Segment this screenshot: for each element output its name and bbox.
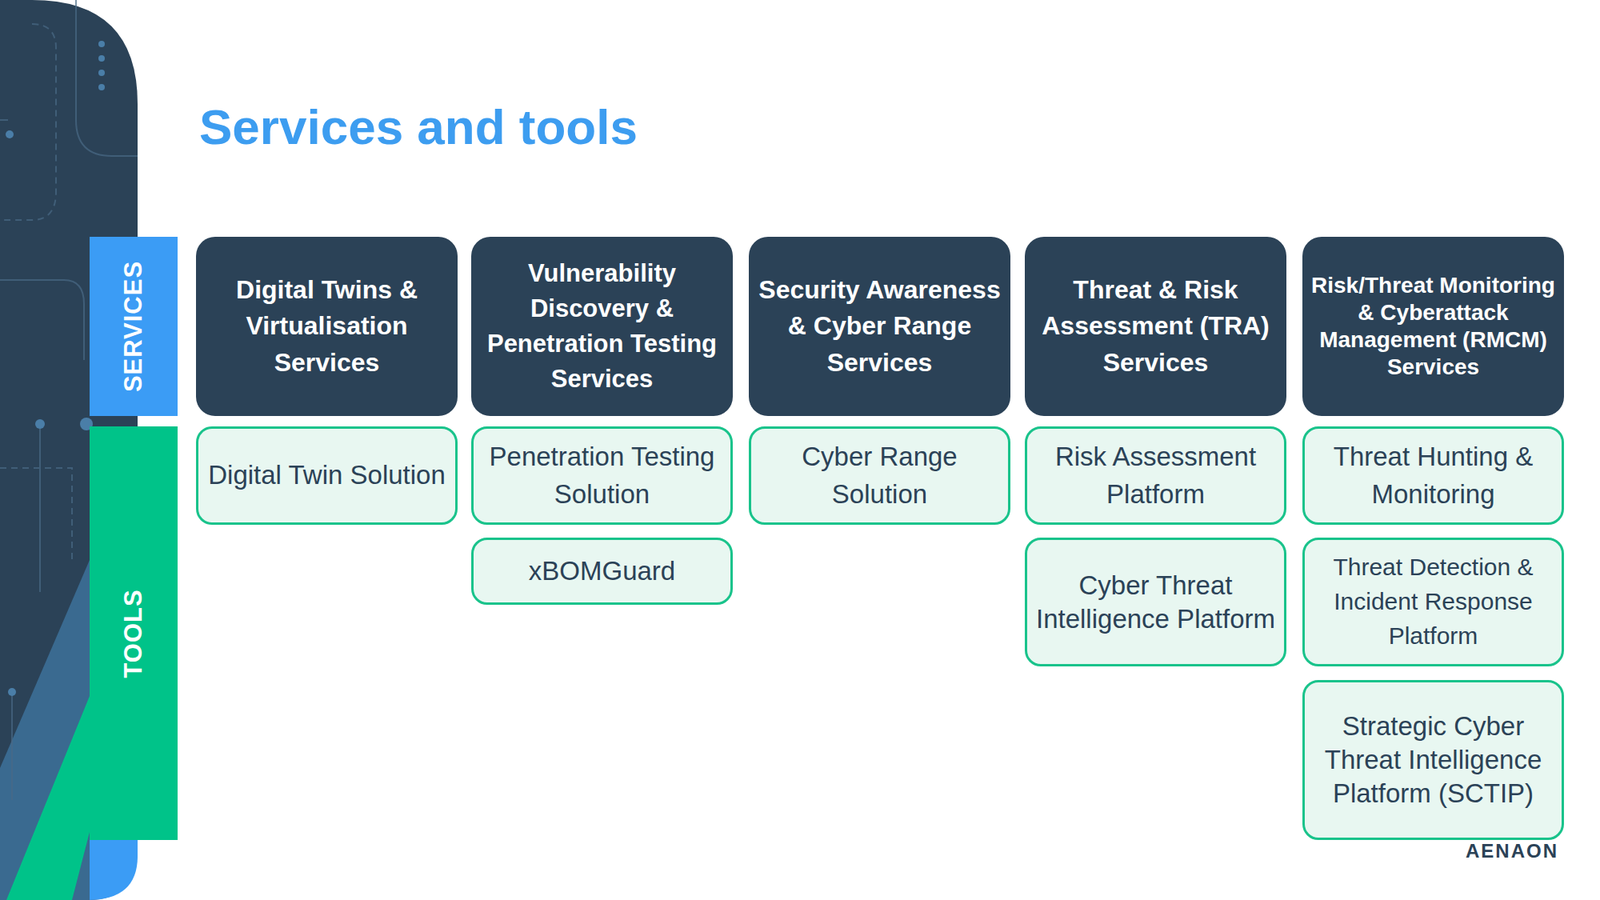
slide-title: Services and tools [199,102,638,152]
service-box: Digital Twins & Virtualisation Services [196,236,458,416]
tool-box: Risk Assessment Platform [1024,426,1287,525]
service-box: Vulnerability Discovery & Penetration Te… [471,236,733,416]
text-block-group: Cyber Threat Intelligence Platform [1033,568,1278,636]
tool-box: Cyber Threat Intelligence Platform [1024,537,1287,667]
tool-name: Cyber Threat Intelligence Platform [1033,568,1278,636]
text-block-group: Threat & Risk Assessment (TRA) Services [1032,272,1279,381]
service-box: Security Awareness & Cyber Range Service… [748,236,1011,416]
tool-name: Threat Hunting & Monitoring [1311,438,1556,512]
green-diagonal [6,696,90,900]
tool-box: Strategic Cyber Threat Intelligence Plat… [1302,680,1564,840]
section-label: SERVICES [119,260,148,392]
text-block-group: Digital Twins & Virtualisation Services [204,272,450,381]
service-name: Security Awareness & Cyber Range Service… [756,272,1003,381]
tool-name: Risk Assessment Platform [1033,438,1278,512]
text-block-group: Risk/Threat Monitoring & Cyberattack Man… [1310,272,1556,382]
section-band: TOOLS [89,426,178,840]
text-block-group: Threat Detection & Incident Response Pla… [1311,550,1556,654]
service-name: Threat & Risk Assessment (TRA) Services [1032,272,1279,381]
tool-name: Cyber Range Solution [757,438,1002,512]
text-block-group: Vulnerability Discovery & Penetration Te… [479,256,725,397]
text-block-group: Risk Assessment Platform [1033,438,1278,512]
tool-box: Threat Hunting & Monitoring [1302,426,1564,525]
service-name: Digital Twins & Virtualisation Services [204,272,450,381]
brand-logo: AENAON [1465,840,1559,863]
service-name: Vulnerability Discovery & Penetration Te… [479,256,725,397]
text-block-group: Threat Hunting & Monitoring [1311,438,1556,512]
tool-name: Penetration Testing Solution [480,438,724,512]
tool-name: Threat Detection & Incident Response Pla… [1311,550,1556,654]
tool-box: Digital Twin Solution [196,426,458,525]
tool-box: xBOMGuard [471,537,733,605]
text-block-group: Cyber Range Solution [757,438,1002,512]
text-block-group: Security Awareness & Cyber Range Service… [756,272,1003,381]
tool-name: Digital Twin Solution [208,456,446,494]
text-block-group: Strategic Cyber Threat Intelligence Plat… [1311,709,1556,811]
tool-box: Threat Detection & Incident Response Pla… [1302,537,1564,667]
tool-name: Strategic Cyber Threat Intelligence Plat… [1311,709,1556,811]
section-band: SERVICES [89,236,178,416]
text-block-group: xBOMGuard [528,554,676,589]
service-name: Risk/Threat Monitoring & Cyberattack Man… [1310,272,1556,382]
tool-box: Penetration Testing Solution [471,426,733,525]
service-box: Threat & Risk Assessment (TRA) Services [1024,236,1287,416]
steel-diagonal [0,560,90,900]
text-block-group: Penetration Testing Solution [480,438,724,512]
text-block-group: Digital Twin Solution [208,456,446,494]
section-label: TOOLS [119,588,148,678]
service-box: Risk/Threat Monitoring & Cyberattack Man… [1302,236,1564,416]
tool-box: Cyber Range Solution [748,426,1011,525]
tool-name: xBOMGuard [528,554,676,589]
